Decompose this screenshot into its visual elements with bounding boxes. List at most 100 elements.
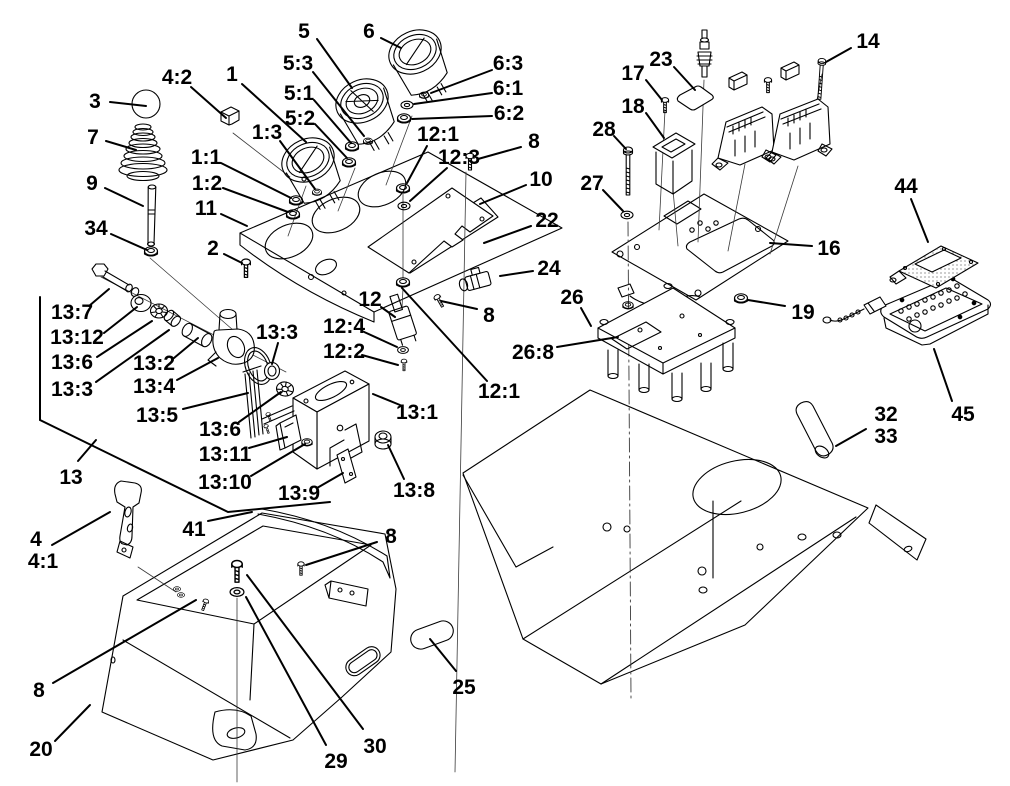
callout-24: 24 <box>499 257 561 280</box>
key-switch-18 <box>652 132 696 195</box>
callout-26: 26 <box>560 286 592 327</box>
bolt-2 <box>240 258 252 279</box>
callout-label-24: 24 <box>537 257 561 280</box>
callout-8: 8 <box>477 130 540 160</box>
callout-label-13-4: 13:4 <box>133 375 175 398</box>
screw-relay-a <box>763 77 773 94</box>
callout-34: 34 <box>84 217 148 251</box>
grommet-25 <box>410 620 454 650</box>
callout-12-3: 12:3 <box>409 146 480 202</box>
callout-4-1: 4:1 <box>28 550 59 573</box>
callout-label-16: 16 <box>817 237 840 260</box>
callout-41: 41 <box>182 511 253 541</box>
callout-12-4: 12:4 <box>323 315 398 348</box>
callout-label-13-6: 13:6 <box>199 418 241 441</box>
callout-label-13-2: 13:2 <box>133 352 175 375</box>
callout-6-3: 6:3 <box>430 52 523 94</box>
callout-5-3: 5:3 <box>283 52 365 137</box>
callout-13: 13 <box>39 296 331 514</box>
callout-label-8: 8 <box>528 130 540 153</box>
bracket-plate <box>324 580 369 607</box>
callout-label-8: 8 <box>33 679 45 702</box>
washer-13-12 <box>130 293 152 313</box>
callout-label-26: 26 <box>560 286 583 309</box>
callout-13-4: 13:4 <box>133 357 219 398</box>
callout-label-12-1: 12:1 <box>417 123 459 146</box>
valve-box-13-1 <box>292 370 370 470</box>
callout-13-6: 13:6 <box>51 320 153 374</box>
callout-label-6-2: 6:2 <box>494 102 524 125</box>
decal-pad-23 <box>676 85 714 111</box>
callout-label-32: 32 <box>874 403 897 426</box>
callout-label-13-3: 13:3 <box>256 321 298 344</box>
callout-label-5-3: 5:3 <box>283 52 313 75</box>
callout-20: 20 <box>29 704 91 761</box>
nut-5-1 <box>344 141 360 152</box>
callout-28: 28 <box>592 118 627 150</box>
callout-label-8: 8 <box>385 525 397 548</box>
callout-13-3: 13:3 <box>256 321 298 365</box>
callout-label-13-8: 13:8 <box>393 479 435 502</box>
hour-meter-gauge-1 <box>274 129 354 219</box>
spacer-13-2 <box>181 322 213 348</box>
callout-label-22: 22 <box>535 209 558 232</box>
callout-label-30: 30 <box>363 735 386 758</box>
bushing-13-3a <box>163 309 182 327</box>
callout-label-17: 17 <box>621 62 644 85</box>
rubber-boot-7 <box>118 123 168 182</box>
handle-cutout <box>345 646 381 677</box>
callout-30: 30 <box>246 574 387 758</box>
trim-strip-41 <box>257 508 391 579</box>
nut-1-3 <box>312 188 322 196</box>
callout-13-2: 13:2 <box>133 337 199 375</box>
callout-13-7: 13:7 <box>51 288 110 324</box>
callout-label-6: 6 <box>363 20 375 43</box>
ecu-standoffs <box>607 342 734 403</box>
callout-29: 29 <box>245 596 348 773</box>
callout-label-27: 27 <box>580 172 603 195</box>
callout-9: 9 <box>86 172 144 207</box>
callout-label-9: 9 <box>86 172 98 195</box>
shaft-9 <box>146 184 157 247</box>
screw-12-2 <box>400 358 408 372</box>
callout-4: 4 <box>30 511 111 551</box>
callout-label-1-1: 1:1 <box>191 146 222 169</box>
callout-26-8: 26:8 <box>512 336 619 364</box>
callout-11: 11 <box>195 197 248 227</box>
callout-8: 8 <box>305 525 397 566</box>
callout-5: 5 <box>298 20 353 89</box>
fuel-tank-cover <box>462 389 927 685</box>
switch-12 <box>388 293 417 346</box>
callout-label-12-2: 12:2 <box>323 340 365 363</box>
callout-label-18: 18 <box>621 95 645 118</box>
callout-12: 12 <box>358 288 396 318</box>
callout-5-2: 5:2 <box>285 107 348 159</box>
connector-24 <box>458 266 492 292</box>
fuel-gauge-5 <box>328 70 408 160</box>
callout-label-34: 34 <box>84 217 108 240</box>
callout-label-13-1: 13:1 <box>396 401 438 424</box>
callout-13-5: 13:5 <box>136 392 249 427</box>
callout-label-5: 5 <box>298 20 310 43</box>
gasket-44 <box>889 245 979 289</box>
nut-34 <box>143 246 159 257</box>
callout-13-10: 13:10 <box>198 443 306 494</box>
callout-25: 25 <box>429 638 476 699</box>
callout-label-13-5: 13:5 <box>136 404 178 427</box>
nut-28-lower <box>622 301 634 310</box>
callout-1-2: 1:2 <box>192 172 289 213</box>
lever-guide-ring <box>244 347 272 385</box>
ecu-module-26 <box>597 282 736 403</box>
mounting-plate-16 <box>611 193 789 306</box>
callout-14: 14 <box>825 30 880 63</box>
callout-label-13: 13 <box>59 466 82 489</box>
callout-4-2: 4:2 <box>162 66 227 119</box>
console-housing-20 <box>101 508 397 761</box>
parking-lever-4 <box>114 480 142 559</box>
callout-label-12-4: 12:4 <box>323 315 365 338</box>
callout-label-5-2: 5:2 <box>285 107 315 130</box>
callout-label-23: 23 <box>649 48 672 71</box>
callout-label-1-3: 1:3 <box>252 121 282 144</box>
